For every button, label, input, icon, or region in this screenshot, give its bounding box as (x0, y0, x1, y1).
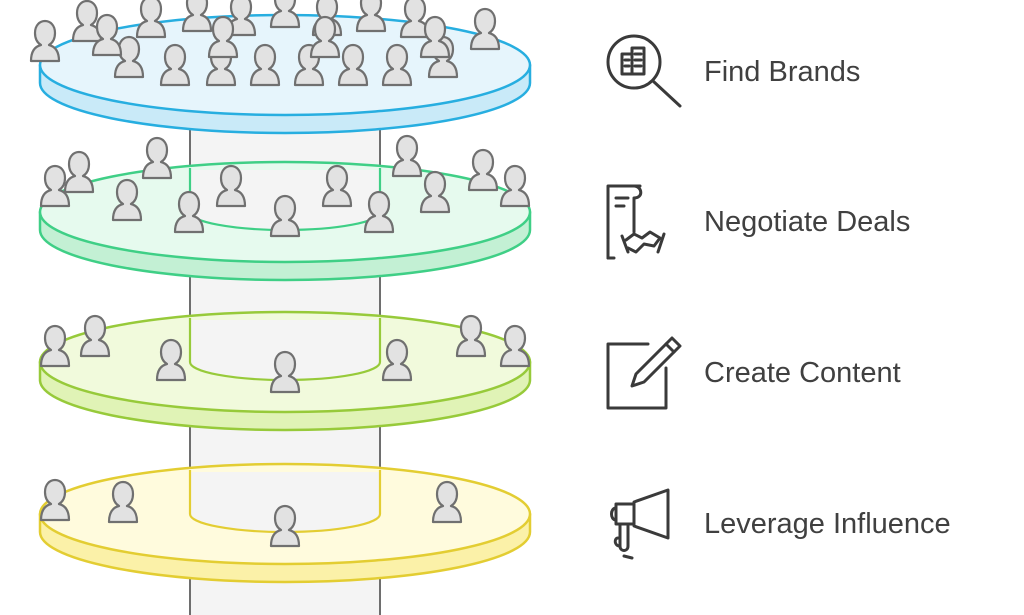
person-icon (79, 314, 111, 358)
person-icon (107, 480, 139, 524)
tier-label-leverage-influence: Leverage Influence (704, 508, 951, 540)
column-segment (190, 320, 380, 380)
person-icon (269, 504, 301, 548)
negotiate-deals-icon (606, 184, 666, 260)
person-icon (321, 164, 353, 208)
person-icon (39, 324, 71, 368)
person-icon (135, 0, 167, 39)
person-icon (455, 314, 487, 358)
person-icon (111, 178, 143, 222)
person-icon (467, 148, 499, 192)
person-icon (173, 190, 205, 234)
person-icon (399, 0, 431, 39)
person-icon (63, 150, 95, 194)
person-icon (269, 194, 301, 238)
person-icon (431, 480, 463, 524)
tier-disc-3 (38, 310, 532, 432)
person-icon (269, 0, 301, 29)
person-icon (499, 324, 531, 368)
tier-label-negotiate-deals: Negotiate Deals (704, 206, 911, 238)
person-icon (363, 190, 395, 234)
person-icon (113, 35, 145, 79)
person-icon (337, 43, 369, 87)
person-icon (71, 0, 103, 43)
tier-disc-2 (38, 134, 532, 282)
person-icon (249, 43, 281, 87)
column-segment (190, 472, 380, 532)
person-icon (469, 7, 501, 51)
person-icon (141, 136, 173, 180)
person-icon (181, 0, 213, 33)
person-icon (39, 164, 71, 208)
find-brands-icon (606, 34, 682, 108)
person-icon (419, 170, 451, 214)
tier-disc-1 (29, 0, 532, 135)
person-icon (499, 164, 531, 208)
person-icon (381, 43, 413, 87)
tier-label-find-brands: Find Brands (704, 56, 861, 88)
person-icon (309, 15, 341, 59)
person-icon (225, 0, 257, 37)
tier-disc-4 (38, 462, 532, 584)
person-icon (207, 15, 239, 59)
person-icon (155, 338, 187, 382)
person-icon (269, 350, 301, 394)
tier-label-create-content: Create Content (704, 357, 901, 389)
person-icon (355, 0, 387, 33)
person-icon (29, 19, 61, 63)
person-icon (419, 15, 451, 59)
person-icon (91, 13, 123, 57)
person-icon (381, 338, 413, 382)
person-icon (159, 43, 191, 87)
create-content-icon (606, 336, 682, 410)
person-icon (39, 478, 71, 522)
leverage-influence-icon (610, 488, 670, 560)
person-icon (215, 164, 247, 208)
person-icon (391, 134, 423, 178)
